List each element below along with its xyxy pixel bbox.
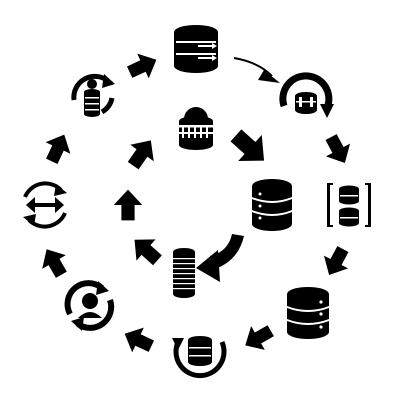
sync-exchange-icon (23, 181, 67, 229)
outer-arrow-7 (39, 128, 77, 168)
database-stack-icon (252, 179, 292, 231)
inner-arrow-4 (121, 132, 163, 174)
inner-arrow-curve-head (196, 250, 220, 282)
outer-arrow-1 (123, 47, 163, 85)
inner-arrow-1 (224, 122, 276, 174)
thin-arrow (233, 57, 273, 77)
inner-arrow-3 (113, 189, 143, 221)
disk-stack-icon (173, 248, 195, 298)
database-reload-icon (71, 73, 115, 117)
thin-arrow-head (258, 70, 280, 83)
inner-arrow-2 (124, 229, 168, 271)
user-refresh-icon (64, 280, 115, 331)
outer-arrow-3 (317, 242, 355, 282)
outer-arrow-4 (238, 318, 278, 358)
database-server-icon (287, 287, 329, 339)
outer-arrow-5 (118, 321, 158, 359)
outer-arrow-2 (319, 130, 357, 170)
outer-arrow-6 (34, 242, 74, 282)
database-transfer-icon (174, 25, 218, 73)
database-sync-icon (279, 72, 334, 118)
database-cloud-icon (177, 107, 215, 150)
database-cluster-icon (327, 183, 371, 227)
database-refresh-icon (172, 336, 227, 379)
